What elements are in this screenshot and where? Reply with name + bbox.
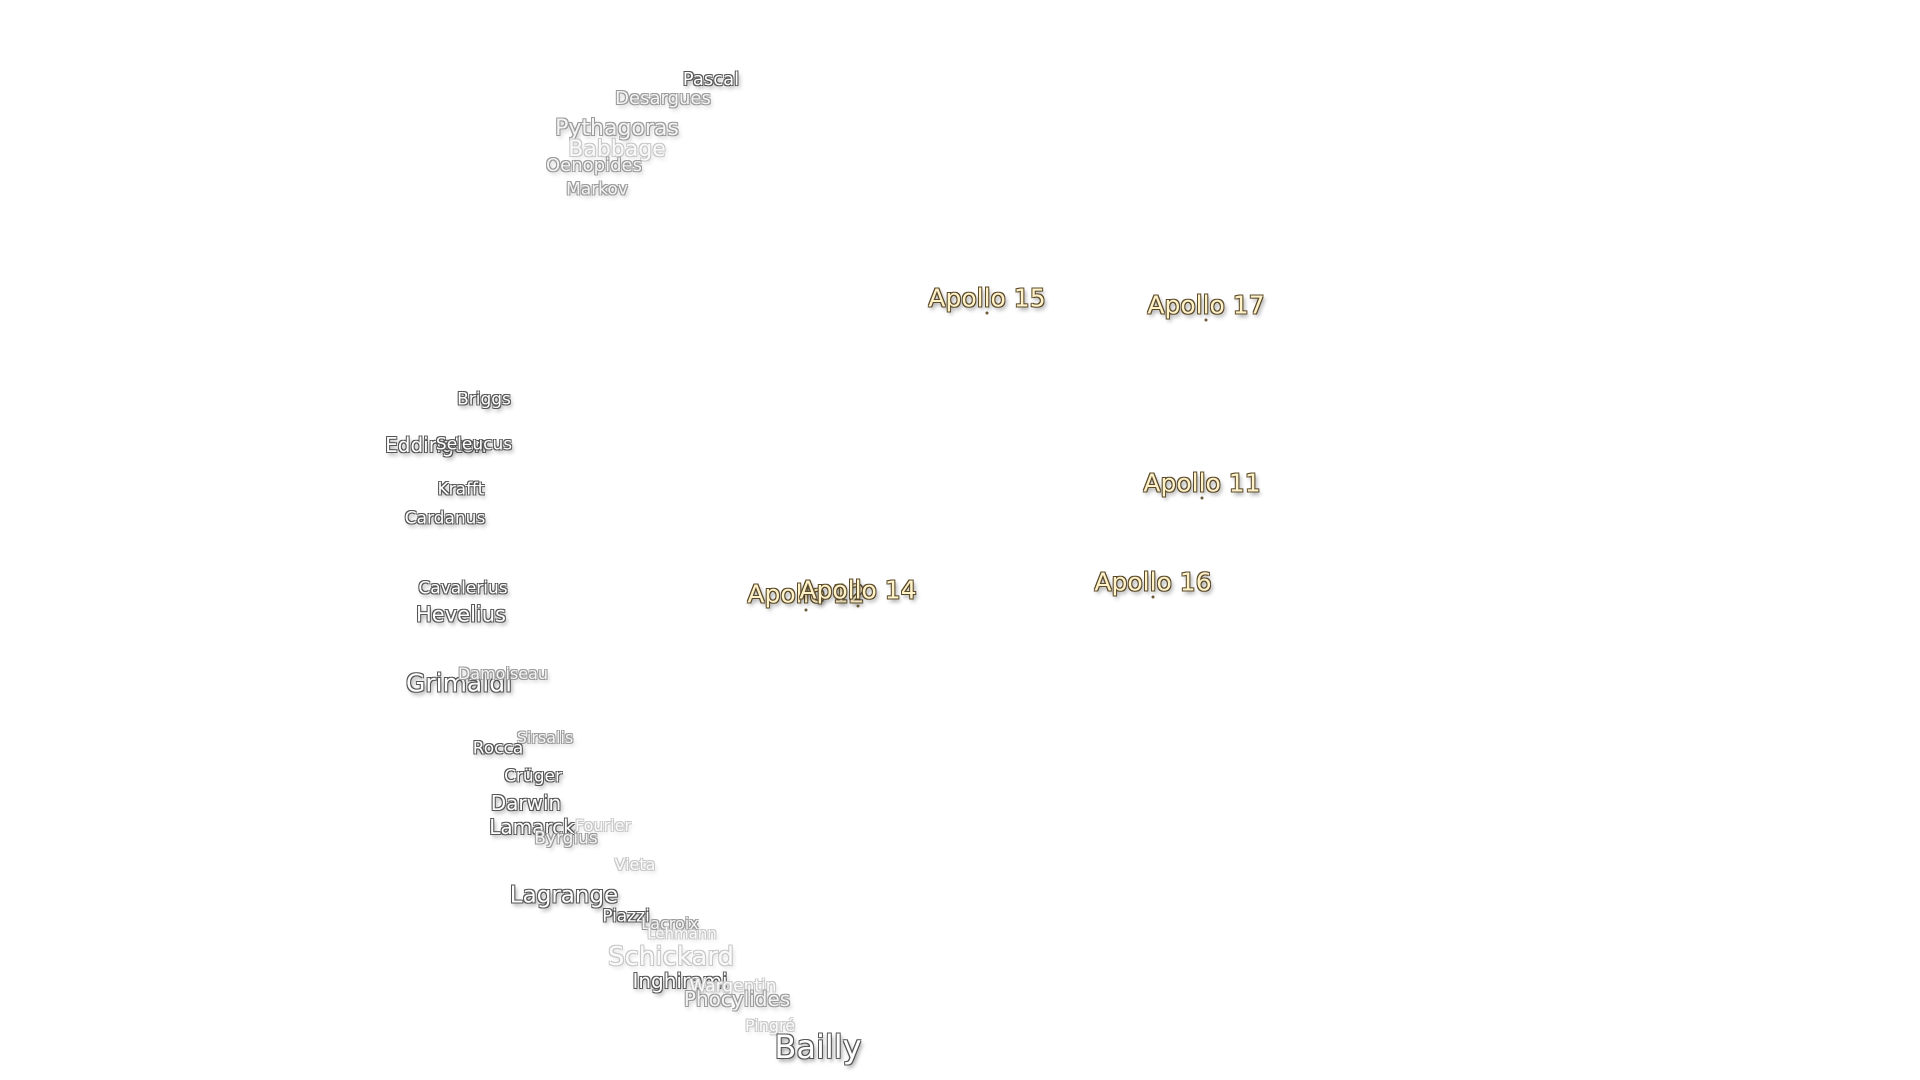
crater-label[interactable]: Damoiseau	[457, 664, 549, 683]
apollo-12-label[interactable]: Apollo 12	[747, 579, 865, 609]
crater-label[interactable]: Crüger	[504, 766, 562, 787]
crater-label[interactable]: Grimaldi	[405, 668, 513, 698]
crater-label[interactable]: Phocylides	[683, 987, 791, 1011]
crater-label[interactable]: Lagrange	[509, 882, 619, 909]
crater-label[interactable]: Pascal	[682, 69, 740, 90]
crater-label[interactable]: Oenopides	[546, 155, 642, 176]
crater-label[interactable]: Fourier	[574, 816, 632, 835]
crater-label[interactable]: Markov	[566, 179, 628, 200]
crater-label[interactable]: Piazzi	[602, 906, 650, 927]
apollo-17-label[interactable]: Apollo 17	[1147, 290, 1265, 320]
crater-label[interactable]: Cardanus	[404, 508, 486, 529]
crater-label[interactable]: Byrgius	[534, 828, 598, 849]
crater-label[interactable]: Babbage	[568, 137, 666, 162]
apollo-15-label[interactable]: Apollo 15	[928, 283, 1046, 313]
crater-label[interactable]: Krafft	[437, 479, 485, 500]
apollo-17-marker[interactable]	[1204, 318, 1208, 322]
crater-label[interactable]: Desargues	[615, 88, 711, 109]
apollo-12-marker[interactable]	[804, 608, 808, 612]
crater-label[interactable]: Seleucus	[435, 434, 513, 455]
crater-label[interactable]: Eddington	[385, 433, 487, 457]
crater-label[interactable]: Rocca	[472, 738, 524, 759]
apollo-16-marker[interactable]	[1151, 595, 1155, 599]
apollo-11-marker[interactable]	[1200, 496, 1204, 500]
crater-label[interactable]: Lamarck	[489, 815, 575, 839]
crater-label[interactable]: Cavalerius	[418, 578, 508, 599]
apollo-15-marker[interactable]	[985, 311, 989, 315]
apollo-11-label[interactable]: Apollo 11	[1143, 468, 1261, 498]
crater-label[interactable]: Hevelius	[416, 602, 506, 627]
crater-label[interactable]: Darwin	[490, 791, 562, 815]
crater-label[interactable]: Briggs	[457, 389, 511, 410]
crater-label[interactable]: Wargentin	[689, 976, 777, 997]
apollo-16-label[interactable]: Apollo 16	[1094, 567, 1212, 597]
crater-label[interactable]: Bailly	[774, 1028, 862, 1066]
crater-label[interactable]: Pythagoras	[555, 116, 679, 141]
apollo-14-marker[interactable]	[856, 604, 860, 608]
apollo-14-label[interactable]: Apollo 14	[799, 575, 917, 605]
crater-label[interactable]: Lacroix	[641, 914, 699, 933]
crater-label[interactable]: Inghirami	[632, 969, 728, 993]
crater-label[interactable]: Schickard	[607, 942, 735, 972]
crater-label[interactable]: Pingré	[744, 1016, 796, 1035]
crater-label[interactable]: Vieta	[614, 855, 656, 874]
crater-label[interactable]: Sirsalis	[516, 728, 574, 747]
crater-label[interactable]: Lehmann	[647, 924, 717, 943]
